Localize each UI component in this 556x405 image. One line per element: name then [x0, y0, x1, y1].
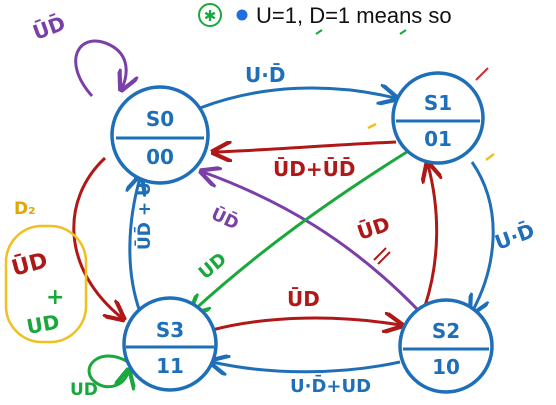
transition-s0-s1: [199, 88, 395, 110]
state-output: 11: [156, 354, 184, 378]
transition-s3-s2: [211, 318, 400, 330]
annotation-highlight-outline: [4, 224, 88, 344]
d2-annotation: D₂: [14, 199, 36, 219]
state-name: S3: [156, 318, 184, 342]
state-circle: [391, 71, 485, 165]
state-name: S1: [424, 91, 452, 115]
transition-s3-self: [87, 354, 128, 387]
state-output: 10: [432, 355, 460, 379]
transition-s2-s0: [203, 172, 420, 312]
state-s1: S1 01: [391, 71, 485, 165]
state-s0: S0 00: [110, 85, 210, 185]
state-s2: S2 10: [398, 298, 494, 394]
label-s1-s0: ŪD+ŪD̄: [273, 157, 355, 181]
state-output: 01: [424, 127, 452, 151]
label-s1-s3: UD: [195, 249, 231, 284]
state-name: S0: [146, 107, 174, 131]
asterisk-badge-icon: [198, 3, 222, 27]
state-circle: [122, 296, 218, 392]
annotation-group: D₂ ŪD + UD: [4, 199, 88, 344]
label-s3-self: UD: [70, 380, 98, 400]
transition-s1-s3: [192, 148, 411, 312]
state-circle: [398, 298, 494, 394]
label-s2-s1: ŪD: [354, 212, 393, 245]
transition-s1-s0: [215, 140, 397, 152]
transition-s2-s1: [425, 165, 437, 307]
annotation-plus: +: [46, 285, 64, 310]
label-s3-s2: ŪD: [287, 287, 320, 311]
state-output: 00: [146, 145, 174, 169]
transition-s3-s0: [130, 178, 140, 313]
transition-s0-self: [74, 39, 126, 97]
annotation-bottom-term: UD: [25, 310, 62, 339]
transition-s1-s2: [472, 161, 495, 312]
state-s3: S3 11: [122, 296, 218, 392]
state-name: S2: [432, 319, 460, 343]
label-s1-s2: U·D̄: [492, 218, 538, 254]
state-circle: [110, 85, 210, 185]
bullet-icon: [236, 9, 248, 21]
transition-s0-s3: [72, 156, 122, 318]
header-note: ✱ U=1, D=1 means so: [198, 3, 452, 35]
label-s0-self: ŪD̄: [30, 11, 69, 45]
label-s0-s1: U·D̄: [245, 63, 285, 87]
asterisk-icon: ✱: [204, 7, 217, 25]
tick-marks: [367, 67, 495, 265]
transition-arrows: [72, 39, 495, 387]
label-s3-s0: ŪD̄ + UD̄: [133, 168, 155, 250]
header-note-text: U=1, D=1 means so: [256, 3, 452, 28]
label-s2-s3: U·D̄+UD: [290, 375, 371, 397]
transition-s2-s3: [212, 362, 401, 372]
annotation-top-term: ŪD: [9, 247, 51, 281]
label-s2-s0: ŪD̄: [208, 203, 243, 235]
